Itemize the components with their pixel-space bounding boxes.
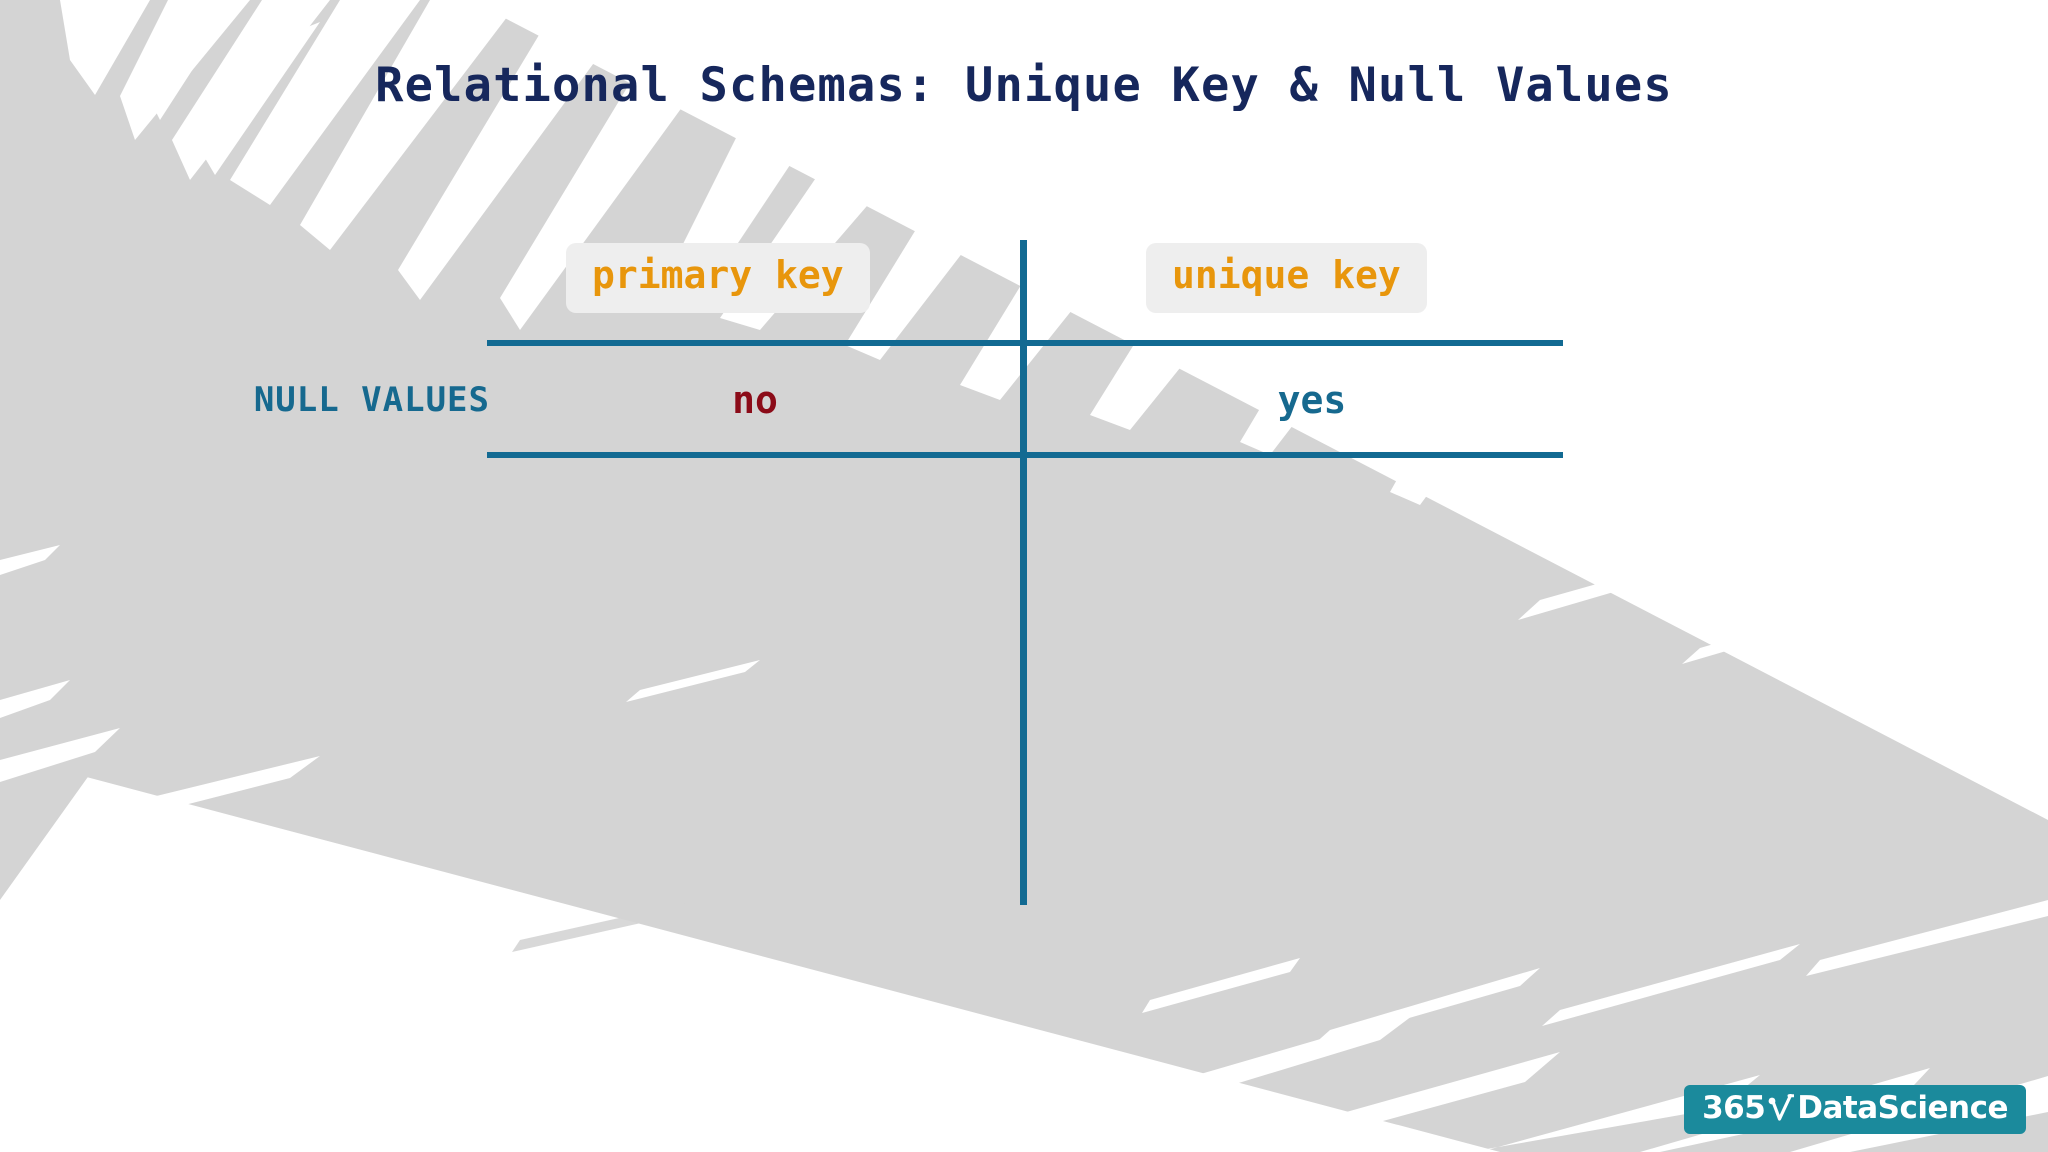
table-column-divider	[1020, 240, 1027, 905]
column-header-unique-key: unique key	[1146, 243, 1427, 313]
logo-name-datascience: DataScience	[1797, 1090, 2008, 1126]
page-title: Relational Schemas: Unique Key & Null Va…	[375, 58, 1673, 113]
brand-logo-365-datascience: 365 DataScience	[1684, 1085, 2026, 1134]
cell-primary-key-null-values: no	[732, 378, 778, 422]
radical-check-icon	[1768, 1093, 1795, 1124]
row-label-null-values: NULL VALUES	[253, 380, 490, 420]
cell-unique-key-null-values: yes	[1277, 378, 1347, 422]
logo-prefix-365: 365	[1702, 1090, 1766, 1126]
column-header-primary-key: primary key	[566, 243, 870, 313]
